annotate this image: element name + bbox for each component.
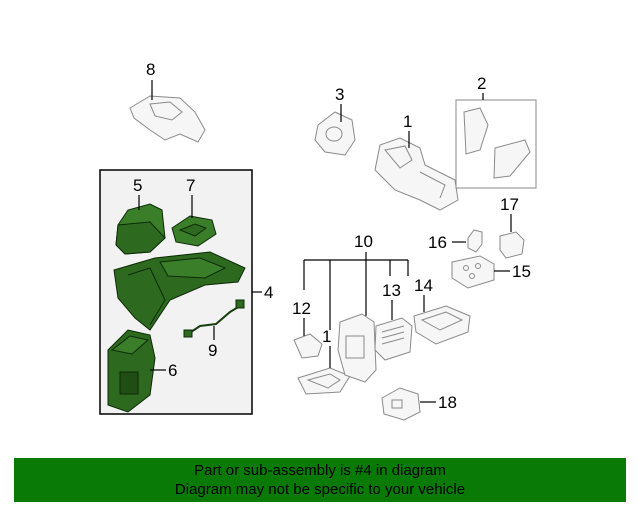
callout-6: 6: [168, 361, 177, 380]
callout-17: 17: [500, 195, 519, 214]
part-8[interactable]: [129, 95, 206, 143]
banner-line-1: Part or sub-assembly is #4 in diagram: [194, 462, 446, 479]
part-18[interactable]: [381, 387, 421, 421]
callout-15: 15: [512, 262, 531, 281]
callout-9: 9: [208, 341, 217, 360]
part-7[interactable]: [171, 215, 217, 247]
part-3[interactable]: [314, 111, 356, 156]
part-14[interactable]: [413, 305, 471, 345]
callout-1: 1: [403, 112, 412, 131]
banner-line-2: Diagram may not be specific to your vehi…: [174, 481, 466, 498]
callout-3: 3: [335, 85, 344, 104]
part-center-bezel[interactable]: [337, 313, 377, 383]
parts-diagram: 8 3 1 2 4 5 7: [99, 60, 537, 421]
part-9[interactable]: [183, 299, 245, 338]
notice-banner: Part or sub-assembly is #4 in diagram Di…: [14, 458, 626, 502]
part-1[interactable]: [374, 137, 459, 211]
callout-1b: 1: [322, 327, 331, 346]
callout-7: 7: [186, 176, 195, 195]
part-12[interactable]: [293, 333, 323, 359]
part-16[interactable]: [467, 229, 483, 253]
callout-18: 18: [438, 393, 457, 412]
part-5[interactable]: [115, 203, 166, 255]
callout-8: 8: [146, 60, 155, 79]
callout-14: 14: [414, 276, 433, 295]
callout-5: 5: [133, 176, 142, 195]
callout-4: 4: [264, 283, 273, 302]
callout-10: 10: [354, 232, 373, 251]
callout-2: 2: [477, 74, 486, 93]
part-1b[interactable]: [297, 367, 351, 395]
leader-10-bracket: [303, 252, 409, 330]
callout-13: 13: [382, 281, 401, 300]
part-2[interactable]: [455, 99, 537, 189]
part-17[interactable]: [499, 231, 525, 259]
callout-16: 16: [428, 233, 447, 252]
part-15[interactable]: [451, 255, 495, 289]
part-6[interactable]: [107, 329, 156, 413]
part-13[interactable]: [374, 317, 413, 361]
part-console-body[interactable]: [113, 251, 246, 331]
callout-12: 12: [292, 299, 311, 318]
